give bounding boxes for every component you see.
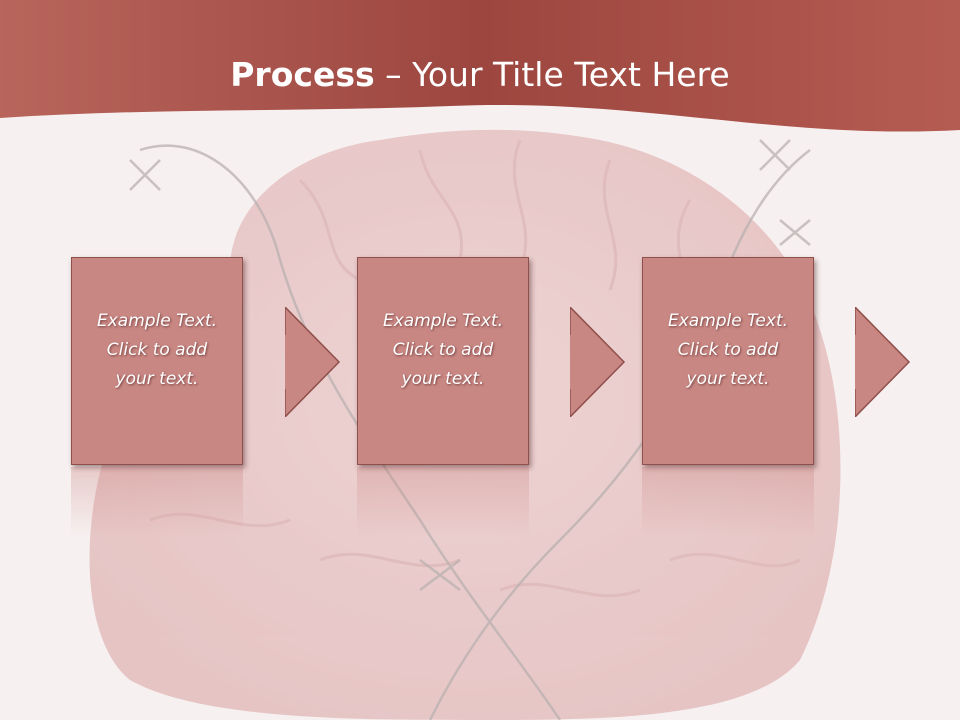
header-banner — [0, 0, 960, 132]
step-text-line: your text. — [401, 369, 485, 389]
arrow-right-icon — [570, 307, 626, 417]
step-text-line: Example Text. — [667, 311, 789, 331]
step-reflection — [642, 467, 814, 537]
arrow-right-icon — [285, 307, 341, 417]
step-text-line: Click to add — [392, 340, 494, 360]
step-box — [71, 257, 243, 465]
step-text-line: Example Text. — [382, 311, 504, 331]
step-text[interactable]: Example Text. Click to add your text. — [361, 307, 525, 394]
step-text-line: your text. — [115, 369, 199, 389]
step-text[interactable]: Example Text. Click to add your text. — [75, 307, 239, 394]
step-text[interactable]: Example Text. Click to add your text. — [646, 307, 810, 394]
step-text-line: Click to add — [677, 340, 779, 360]
title-rest: – Your Title Text Here — [374, 55, 730, 94]
step-box — [357, 257, 529, 465]
step-3[interactable]: Example Text. Click to add your text. — [642, 257, 814, 465]
step-text-line: your text. — [686, 369, 770, 389]
arrow-right-icon — [855, 307, 911, 417]
step-2[interactable]: Example Text. Click to add your text. — [357, 257, 529, 465]
step-reflection — [71, 467, 243, 537]
step-reflection — [357, 467, 529, 537]
step-text-line: Click to add — [106, 340, 208, 360]
slide-title[interactable]: Process – Your Title Text Here — [0, 52, 960, 98]
step-box — [642, 257, 814, 465]
step-1[interactable]: Example Text. Click to add your text. — [71, 257, 243, 465]
title-bold: Process — [230, 55, 375, 94]
step-text-line: Example Text. — [96, 311, 218, 331]
